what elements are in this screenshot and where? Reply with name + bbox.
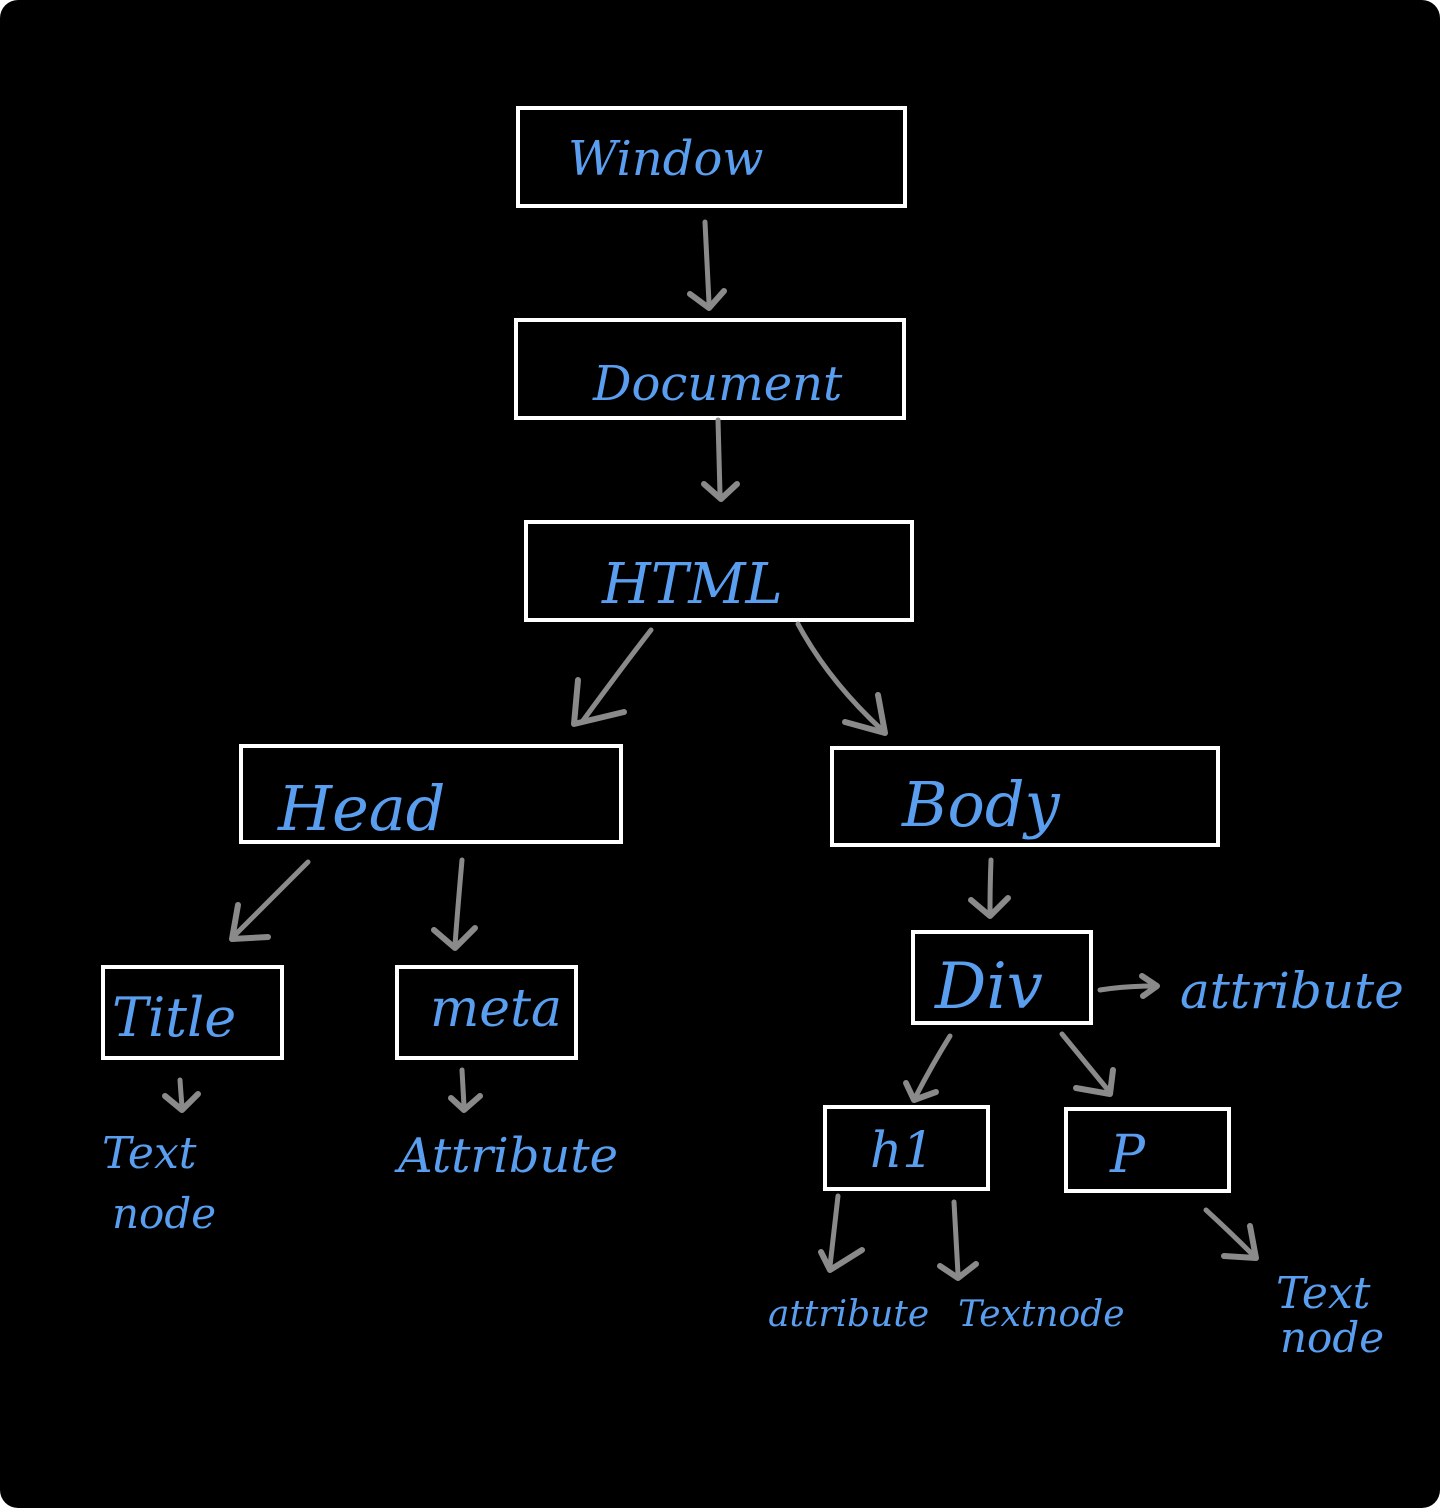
arrow-document-html	[701, 417, 740, 502]
node-title: Title	[101, 965, 284, 1060]
node-div-label: Div	[934, 950, 1043, 1024]
node-div: Div	[911, 930, 1093, 1025]
title-textnode-line1: Text	[102, 1128, 197, 1179]
node-document-label: Document	[592, 356, 843, 412]
node-meta: meta	[395, 965, 578, 1060]
arrow-title-textnode	[162, 1077, 201, 1113]
node-title-label: Title	[112, 986, 236, 1049]
arrow-h1-textnode	[937, 1199, 979, 1281]
node-html: HTML	[524, 520, 914, 622]
node-p: P	[1064, 1107, 1231, 1193]
arrow-head-meta	[431, 857, 478, 951]
div-attribute-label: attribute	[1180, 962, 1404, 1020]
h1-attribute-label: attribute	[768, 1294, 929, 1335]
node-head: Head	[239, 744, 623, 845]
arrow-h1-attribute	[818, 1193, 865, 1273]
title-textnode-line2: node	[112, 1189, 216, 1238]
node-window-label: Window	[568, 131, 763, 187]
node-body: Body	[830, 746, 1220, 847]
arrow-div-p	[1059, 1031, 1116, 1097]
node-html-label: HTML	[601, 552, 783, 617]
arrow-div-h1	[903, 1033, 953, 1103]
meta-attribute-label: Attribute	[394, 1128, 618, 1184]
arrow-window-document	[687, 219, 727, 311]
arrow-body-div	[968, 857, 1011, 919]
node-body-label: Body	[901, 768, 1061, 841]
node-p-label: P	[1109, 1125, 1146, 1185]
h1-textnode-label: Textnode	[958, 1294, 1125, 1335]
node-window: Window	[516, 106, 907, 208]
p-textnode-line2: node	[1280, 1313, 1384, 1362]
p-textnode-line1: Text	[1276, 1268, 1371, 1319]
node-h1: h1	[823, 1105, 990, 1191]
node-document: Document	[514, 318, 906, 420]
arrow-div-attribute	[1097, 973, 1160, 999]
arrow-html-head	[571, 627, 654, 727]
arrow-head-title	[229, 859, 311, 942]
arrow-p-textnode	[1203, 1207, 1259, 1261]
arrow-meta-attribute	[448, 1067, 483, 1113]
node-meta-label: meta	[430, 979, 562, 1039]
node-h1-label: h1	[870, 1121, 934, 1179]
arrow-html-body	[795, 621, 888, 736]
node-head-label: Head	[277, 772, 445, 845]
